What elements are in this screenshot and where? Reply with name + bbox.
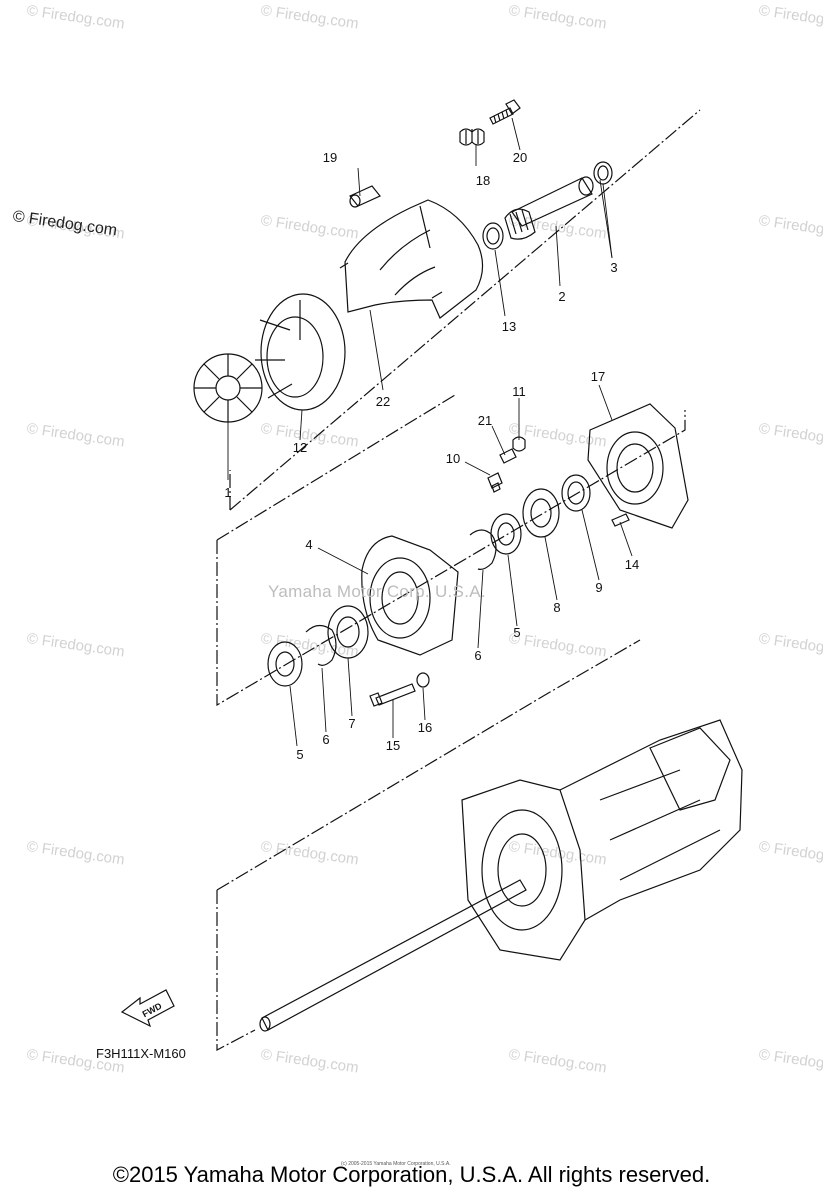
part-label-5: 5 xyxy=(513,625,520,640)
part-label-4: 4 xyxy=(305,537,312,552)
part-pin-14 xyxy=(611,513,630,527)
part-label-6: 6 xyxy=(474,648,481,663)
drive-shaft xyxy=(259,879,527,1032)
part-label-1: 1 xyxy=(224,485,231,500)
diagram-code: F3H111X-M160 xyxy=(96,1046,186,1061)
part-circlip-6-lower xyxy=(305,624,337,666)
part-bearing-7 xyxy=(327,605,369,659)
part-label-22: 22 xyxy=(376,394,390,409)
part-shaft-2 xyxy=(504,176,594,240)
part-spring-18 xyxy=(459,128,485,146)
fwd-label: FWD xyxy=(141,1001,164,1020)
part-label-13: 13 xyxy=(502,319,516,334)
part-bearing-8 xyxy=(522,488,560,538)
part-label-16: 16 xyxy=(418,720,432,735)
part-label-5: 5 xyxy=(296,747,303,762)
part-cover-22 xyxy=(339,199,484,319)
fwd-arrow-icon xyxy=(120,989,175,1028)
leader-lines xyxy=(227,117,633,747)
part-label-14: 14 xyxy=(625,557,639,572)
copyright-footer: ©2015 Yamaha Motor Corporation, U.S.A. A… xyxy=(112,1162,711,1187)
part-washer-16 xyxy=(416,672,430,688)
jet-pump-assembly xyxy=(461,719,743,961)
part-label-8: 8 xyxy=(553,600,560,615)
part-bolt-15 xyxy=(369,683,416,707)
part-coupling-12 xyxy=(255,293,346,411)
part-bolt-20 xyxy=(489,99,521,125)
part-label-7: 7 xyxy=(348,716,355,731)
ghost-manufacturer-text: Yamaha Motor Corp. U.S.A. xyxy=(268,582,486,601)
part-seal-5-lower xyxy=(267,641,303,687)
part-bearing-housing-4 xyxy=(361,535,459,656)
reference-frame-lines xyxy=(216,109,701,1051)
part-label-3: 3 xyxy=(610,260,617,275)
part-bolt-21 xyxy=(499,448,517,464)
part-nipple-10 xyxy=(487,472,503,493)
part-oring-3 xyxy=(593,161,613,185)
part-label-19: 19 xyxy=(323,150,337,165)
part-label-2: 2 xyxy=(558,289,565,304)
fine-print-copyright: (c) 2005-2015 Yamaha Motor Corporation, … xyxy=(341,1161,451,1167)
part-label-10: 10 xyxy=(446,451,460,466)
part-bushing-19 xyxy=(349,185,381,208)
part-housing-17 xyxy=(587,403,689,529)
part-label-9: 9 xyxy=(595,580,602,595)
part-label-11: 11 xyxy=(512,384,526,399)
part-cap-11 xyxy=(512,436,526,452)
part-label-15: 15 xyxy=(386,738,400,753)
part-label-18: 18 xyxy=(476,173,490,188)
part-seal-9 xyxy=(561,474,591,512)
part-label-20: 20 xyxy=(513,150,527,165)
part-damper-1 xyxy=(193,353,263,423)
part-circlip-6-upper xyxy=(469,529,497,570)
part-label-17: 17 xyxy=(591,369,605,384)
part-label-6: 6 xyxy=(322,732,329,747)
part-label-12: 12 xyxy=(293,440,307,455)
part-label-21: 21 xyxy=(478,413,492,428)
part-washer-13 xyxy=(482,222,504,250)
